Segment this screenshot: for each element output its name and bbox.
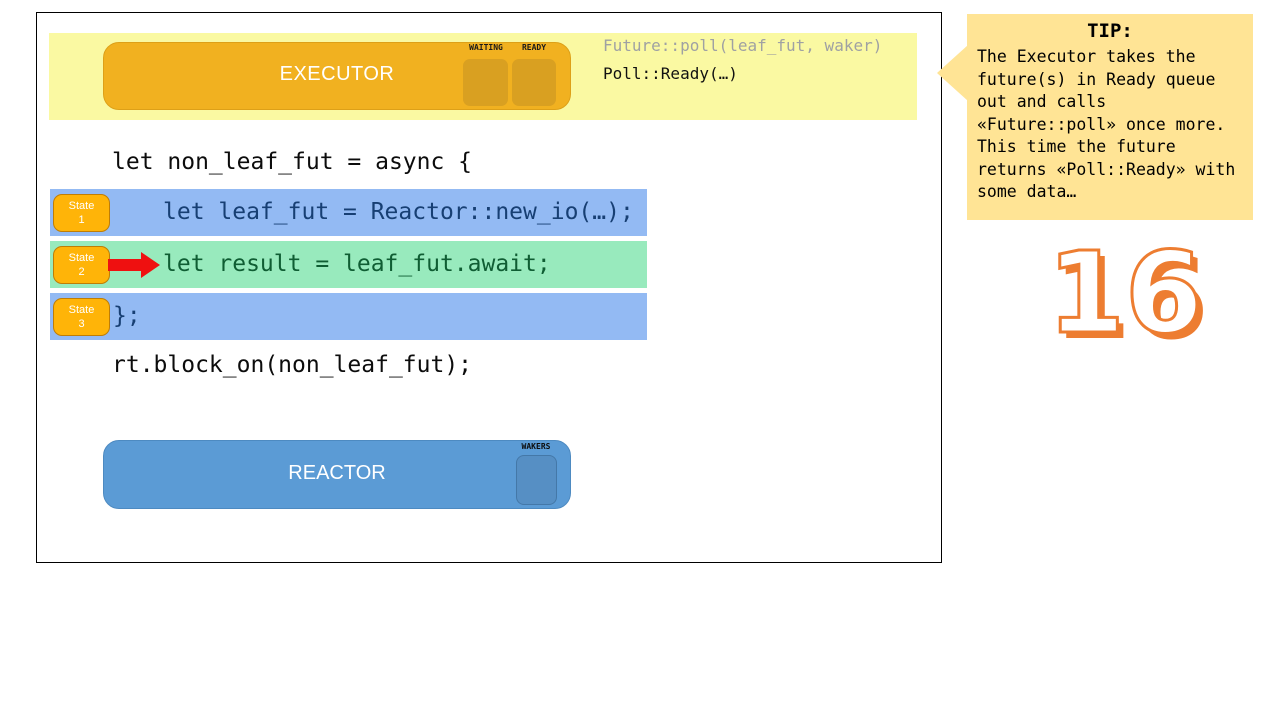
- state-1-badge: State 1: [53, 194, 110, 232]
- ready-queue-slot: [512, 59, 556, 106]
- code-row-state-3: State 3 };: [50, 293, 647, 340]
- code-row-state-2: State 2 let result = leaf_fut.await;: [50, 241, 647, 288]
- future-poll-call-text: Future::poll(leaf_fut, waker): [603, 36, 882, 55]
- state-badge-word: State: [69, 304, 95, 316]
- reactor-label: REACTOR: [103, 462, 571, 485]
- state-3-badge: State 3: [53, 298, 110, 336]
- code-line-await: let result = leaf_fut.await;: [163, 251, 551, 277]
- waiting-queue-slot: [463, 59, 508, 106]
- state-badge-number: 2: [78, 266, 84, 278]
- state-badge-word: State: [69, 200, 95, 212]
- waiting-queue-label: WAITING: [463, 43, 509, 52]
- state-badge-number: 3: [78, 318, 84, 330]
- state-badge-word: State: [69, 252, 95, 264]
- code-line-async-open: let non_leaf_fut = async {: [112, 149, 472, 175]
- code-line-block-on: rt.block_on(non_leaf_fut);: [112, 352, 472, 378]
- tip-body-text: The Executor takes the future(s) in Read…: [977, 46, 1247, 204]
- state-2-badge: State 2: [53, 246, 110, 284]
- code-line-leaf-fut: let leaf_fut = Reactor::new_io(…);: [163, 199, 634, 225]
- wakers-label: WAKERS: [513, 442, 559, 451]
- poll-ready-result-text: Poll::Ready(…): [603, 64, 738, 83]
- tip-title: TIP:: [967, 20, 1253, 42]
- current-line-arrow-icon: [108, 252, 160, 278]
- slide-number: 16: [1040, 238, 1210, 350]
- ready-queue-label: READY: [511, 43, 557, 52]
- code-line-block-close: };: [113, 303, 141, 329]
- wakers-slot: [516, 455, 557, 505]
- state-badge-number: 1: [78, 214, 84, 226]
- code-row-state-1: State 1 let leaf_fut = Reactor::new_io(……: [50, 189, 647, 236]
